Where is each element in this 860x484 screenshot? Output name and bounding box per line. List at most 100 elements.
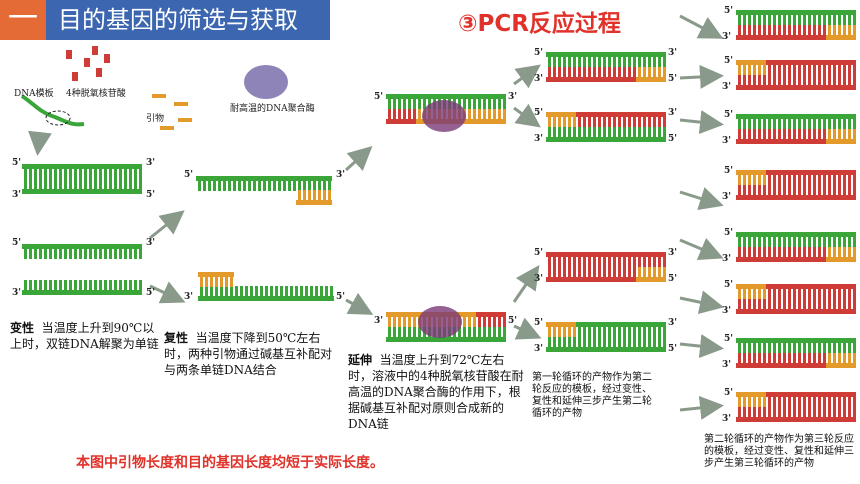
strand-base [848,353,851,363]
strand-base [753,65,756,75]
strand-base [124,169,127,179]
strand-base [583,337,586,347]
strand-base [588,117,591,127]
strand-base [418,99,421,109]
strand-base [773,75,776,85]
strand-base [848,119,851,129]
strand-base [748,129,751,139]
strand-base [743,343,746,353]
strand-base [793,75,796,85]
cycle2-product-2-top [736,60,856,75]
strand-base [778,119,781,129]
strand-base [853,247,856,257]
strand-base [818,353,821,363]
strand-backbone [22,244,142,249]
strand-base [648,267,651,277]
strand-base [803,65,806,75]
strand-base [198,181,201,191]
arrow-c2-5 [679,237,724,261]
strand-backbone [736,195,856,200]
strand-base [483,327,486,337]
strand-base [478,109,481,119]
strand-base [743,299,746,309]
strand-base [773,353,776,363]
strand-base [743,397,746,407]
strand-base [773,247,776,257]
strand-base [753,175,756,185]
five-prime-label: 5' [668,274,678,284]
strand-base [285,286,288,296]
strand-base [853,397,856,407]
strand-base [753,343,756,353]
strand-base [848,25,851,35]
strand-base [463,327,466,337]
three-prime-label: 3' [722,192,732,202]
strand-base [74,169,77,179]
strand-base [803,343,806,353]
strand-base [213,181,216,191]
cycle1-product-4-bottom [546,337,666,352]
strand-base [643,267,646,277]
strand-base [423,99,426,109]
strand-base [218,181,221,191]
strand-base [848,15,851,25]
strand-base [458,327,461,337]
strand-base [823,343,826,353]
strand-base [743,75,746,85]
strand-base [813,25,816,35]
strand-base [738,65,741,75]
strand-base [818,25,821,35]
strand-base [803,185,806,195]
strand-base [818,247,821,257]
strand-backbone [546,137,666,142]
strand-base [803,175,806,185]
strand-base [613,67,616,77]
strand-base [763,237,766,247]
strand-base [503,99,506,109]
strand-base [463,99,466,109]
strand-base [798,129,801,139]
strand-base [748,299,751,309]
strand-base [843,343,846,353]
strand-base [748,185,751,195]
strand-base [119,179,122,189]
strand-base [818,15,821,25]
strand-base [758,247,761,257]
five-prime-label: 5' [184,170,194,180]
five-prime-label: 5' [724,6,734,16]
strand-base [783,15,786,25]
strand-base [598,127,601,137]
strand-backbone [576,112,666,117]
three-prime-label: 3' [722,32,732,42]
strand-backbone [736,257,826,262]
strand-base [798,15,801,25]
strand-base [838,15,841,25]
strand-base [738,129,741,139]
strand-base [823,353,826,363]
strand-base [598,67,601,77]
strand-base [24,169,27,179]
strand-base [588,67,591,77]
cycle2-product-5-bottom [736,247,856,262]
strand-base [583,127,586,137]
strand-base [818,175,821,185]
strand-base [558,117,561,127]
strand-base [628,327,631,337]
strand-base [618,257,621,267]
strand-base [69,280,72,290]
strand-base [798,185,801,195]
arrow-template-down [28,130,52,156]
strand-base [808,343,811,353]
strand-base [633,57,636,67]
strand-base [798,353,801,363]
strand-base [828,129,831,139]
strand-base [833,247,836,257]
strand-base [758,75,761,85]
strand-base [808,289,811,299]
strand-base [818,397,821,407]
strand-base [838,237,841,247]
strand-base [74,179,77,189]
strand-base [468,109,471,119]
strand-base [818,129,821,139]
